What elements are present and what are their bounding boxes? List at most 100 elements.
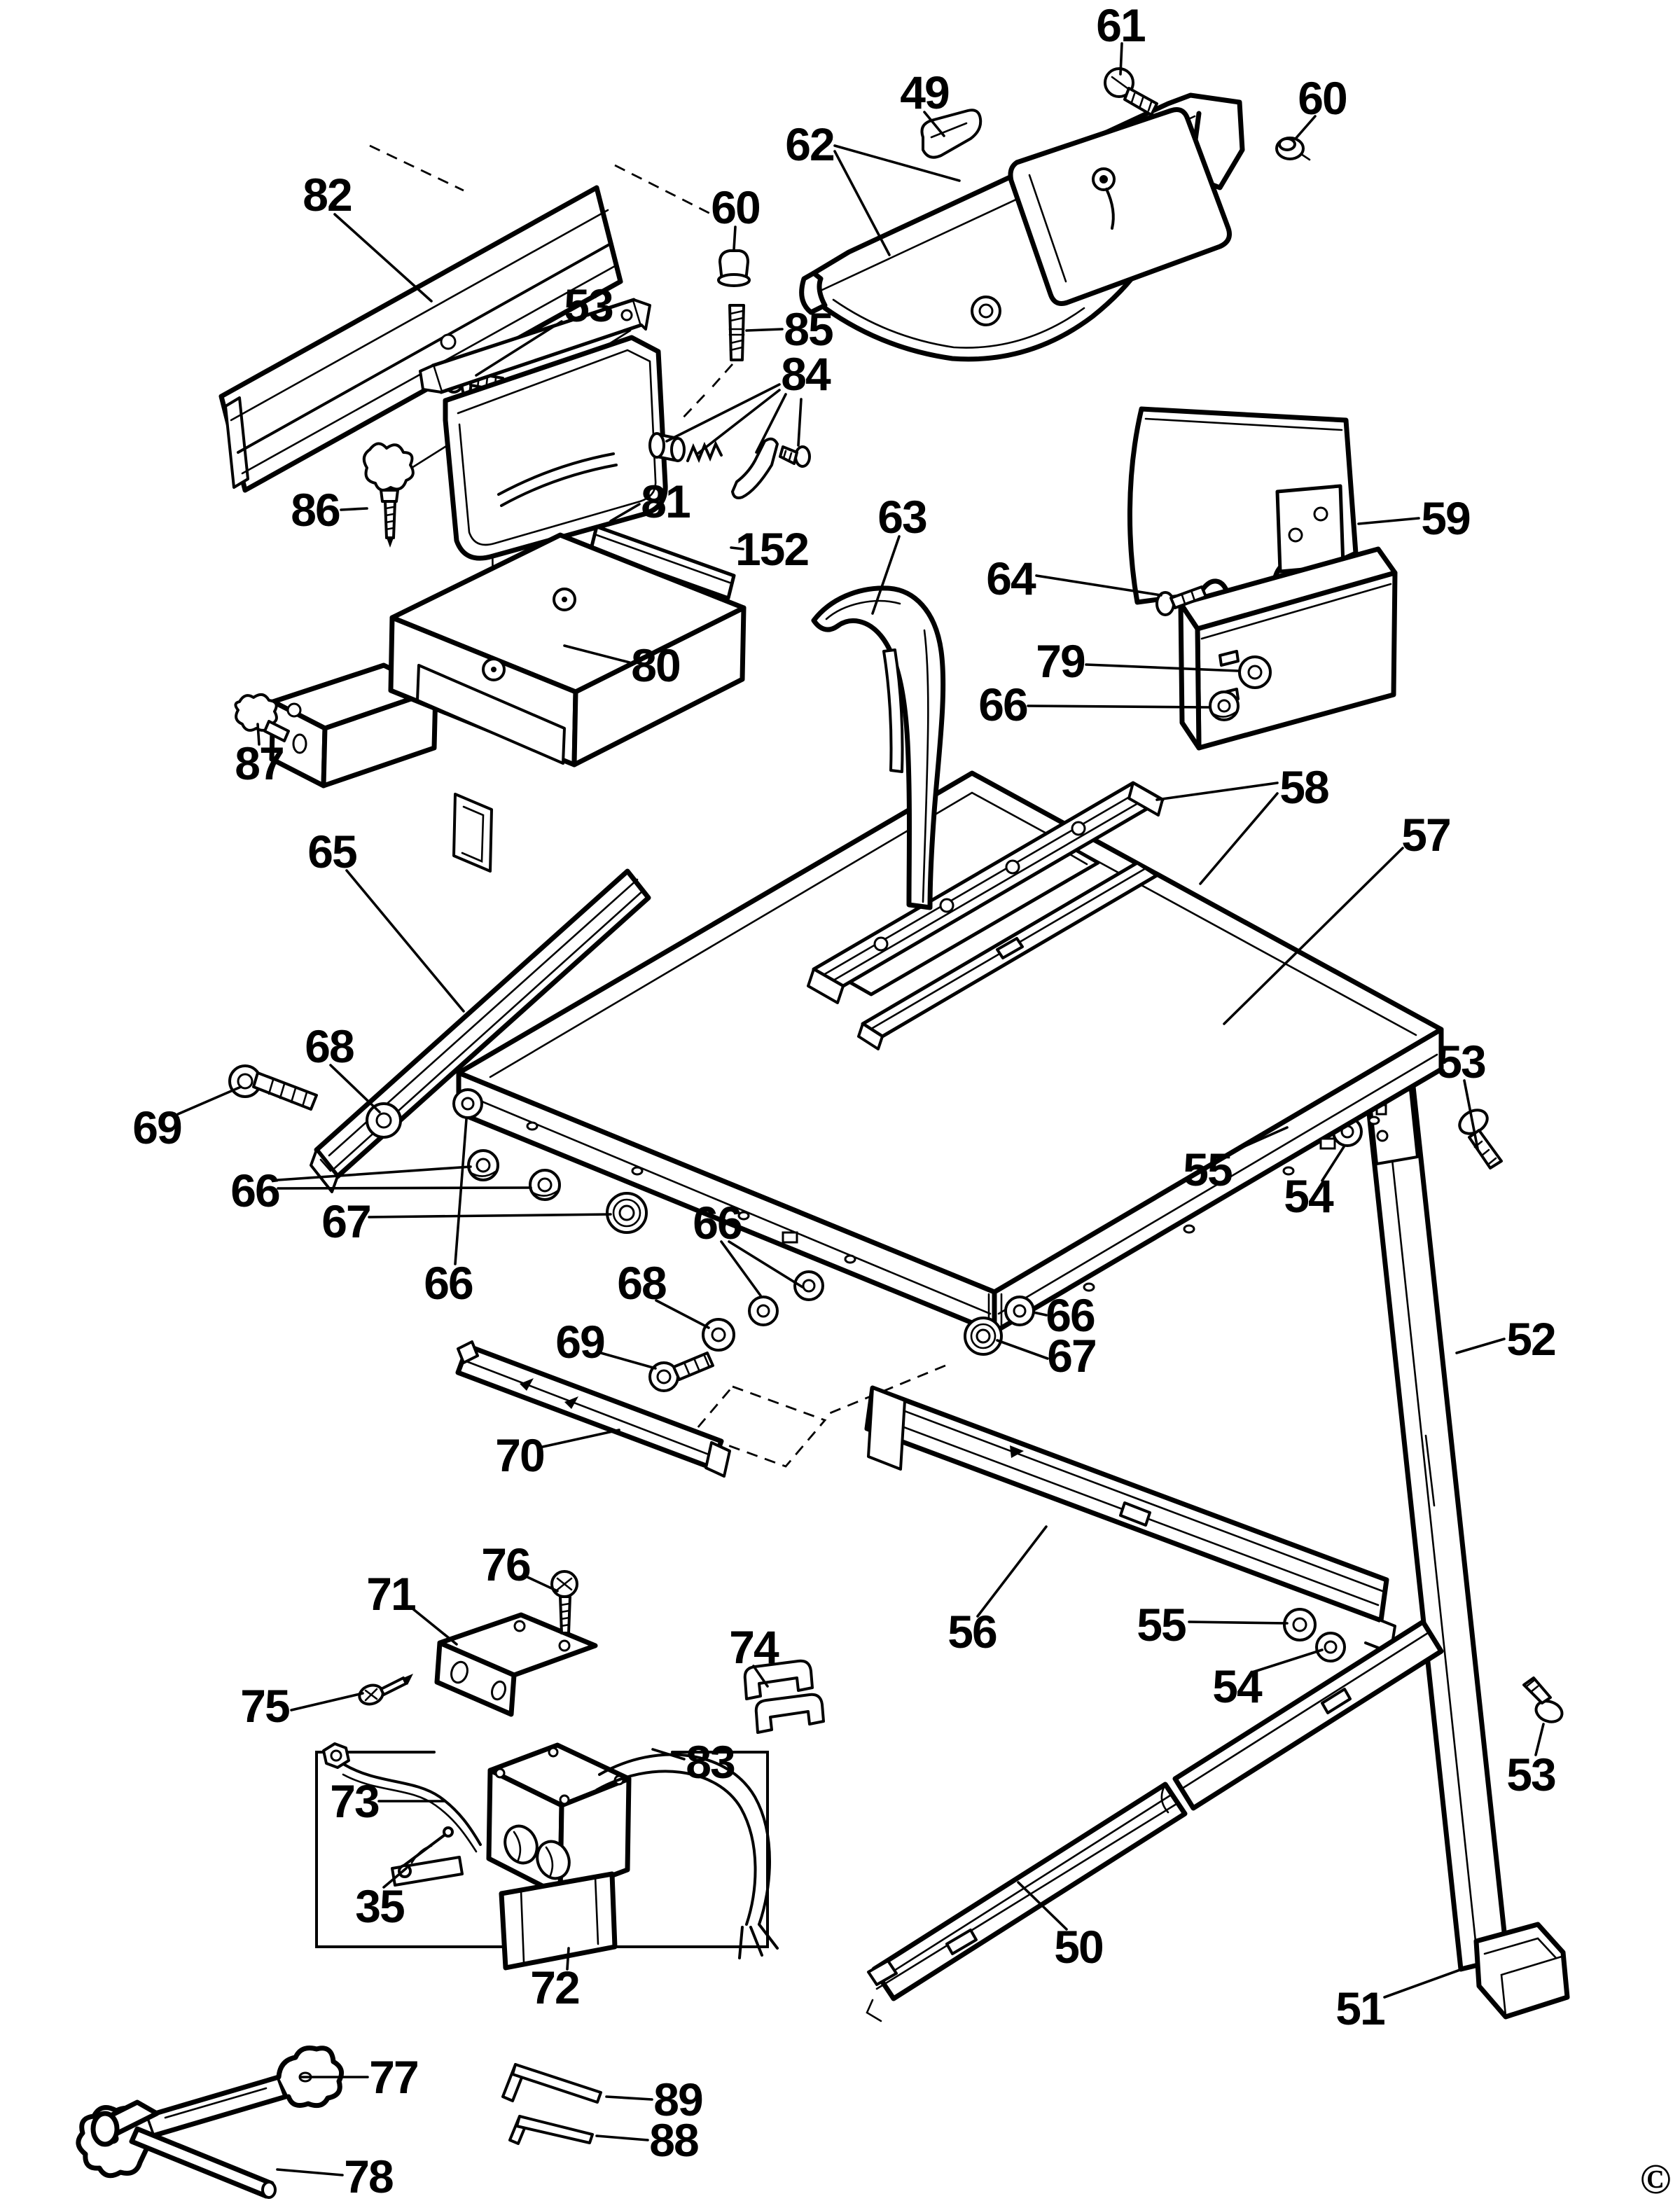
- washer-68-center: [702, 1318, 735, 1352]
- callout-53: 53: [1436, 1036, 1485, 1088]
- callout-79: 79: [1036, 635, 1085, 687]
- leader-line-53: [1463, 1079, 1479, 1150]
- callout-52: 52: [1506, 1313, 1555, 1365]
- leader-line-49: [923, 111, 945, 137]
- leader-line-81: [609, 503, 641, 522]
- leader-line-67: [996, 1339, 1049, 1360]
- cable-tie-35: [391, 1826, 464, 1887]
- callout-64: 64: [986, 553, 1036, 604]
- callout-66: 66: [1046, 1289, 1095, 1341]
- callout-71: 71: [366, 1568, 415, 1620]
- leader-line-66: [277, 1165, 472, 1181]
- clamp-set-84: [648, 432, 811, 499]
- leader-line-86: [340, 507, 368, 511]
- callout-60: 60: [711, 181, 759, 233]
- callout-35: 35: [355, 1880, 404, 1932]
- knob-87: [234, 693, 290, 742]
- callout-86: 86: [291, 484, 340, 536]
- leader-line-58: [1199, 792, 1279, 885]
- callout-63: 63: [877, 491, 926, 543]
- leader-line-59: [1357, 517, 1420, 525]
- leader-line-55: [1224, 1126, 1289, 1156]
- leader-line-75: [290, 1692, 364, 1711]
- callout-77: 77: [369, 2051, 417, 2103]
- callout-68: 68: [305, 1020, 354, 1072]
- leader-line-84: [755, 393, 787, 454]
- leader-line-65: [345, 869, 465, 1013]
- tool-88-hex-key-small: [508, 2115, 594, 2145]
- leader-line-53: [475, 320, 563, 377]
- part-70-stiffener-bar: [455, 1340, 731, 1478]
- screw-61: [1104, 67, 1158, 116]
- leader-line-67: [368, 1213, 612, 1218]
- callout-61: 61: [1096, 0, 1145, 51]
- screw-64: [1155, 585, 1207, 616]
- leader-line-87: [256, 723, 261, 746]
- leader-line-69: [176, 1085, 242, 1116]
- cable-clamp-74: [743, 1659, 825, 1734]
- leader-line-66: [720, 1240, 762, 1297]
- leader-line-85: [745, 328, 784, 332]
- callout-87: 87: [235, 737, 283, 789]
- callout-75: 75: [240, 1680, 289, 1732]
- switch-box: [486, 1742, 632, 1971]
- callout-59: 59: [1421, 492, 1470, 544]
- callout-69: 69: [555, 1316, 604, 1368]
- screw-76: [550, 1570, 578, 1634]
- leader-line-76: [526, 1576, 559, 1592]
- leader-line-54: [1321, 1144, 1346, 1182]
- callout-76: 76: [481, 1539, 530, 1590]
- part-50-folding-leg: [866, 1619, 1444, 2022]
- callout-80: 80: [631, 639, 679, 691]
- leader-line-60: [1294, 115, 1317, 140]
- knob-86: [362, 442, 415, 548]
- callout-66: 66: [424, 1257, 473, 1309]
- leader-line-70: [541, 1429, 620, 1448]
- part-56-folding-rail: [864, 1385, 1396, 1654]
- leader-line-56: [976, 1525, 1048, 1618]
- lead-wire-73: [322, 1742, 482, 1853]
- callout-78: 78: [344, 2151, 393, 2202]
- washer-67-left: [606, 1192, 648, 1234]
- leader-line-88: [595, 2134, 649, 2141]
- leader-line-74: [752, 1665, 769, 1688]
- screw-75: [358, 1674, 413, 1706]
- callout-66: 66: [230, 1165, 279, 1216]
- leader-line-66: [1032, 1311, 1048, 1317]
- callout-58: 58: [1279, 761, 1328, 813]
- leader-line-62: [833, 144, 961, 182]
- leader-line-51: [1383, 1964, 1475, 1999]
- leader-line-84: [696, 389, 781, 455]
- leader-line-83: [651, 1748, 686, 1761]
- leader-line-66: [728, 1240, 804, 1289]
- callout-53: 53: [564, 279, 613, 331]
- washer-68-left: [366, 1102, 402, 1139]
- callout-68: 68: [617, 1257, 666, 1309]
- callout-74: 74: [729, 1621, 779, 1673]
- leader-line-82: [333, 213, 433, 303]
- nut-66-corner: [452, 1088, 483, 1119]
- callout-66: 66: [978, 679, 1027, 730]
- callout-69: 69: [132, 1102, 181, 1153]
- tool-78-box-spanner: [90, 2099, 277, 2199]
- callout-55: 55: [1183, 1144, 1232, 1195]
- callout-56: 56: [947, 1606, 997, 1658]
- cap-nut-60-left: [717, 249, 751, 287]
- callout-73: 73: [330, 1775, 379, 1827]
- leader-line-62: [833, 150, 891, 256]
- callout-152: 152: [735, 523, 808, 575]
- callout-55: 55: [1137, 1599, 1186, 1651]
- callout-84: 84: [781, 348, 831, 400]
- leader-line-78: [276, 2168, 344, 2176]
- leader-line-52: [1455, 1338, 1506, 1354]
- callout-81: 81: [641, 475, 690, 527]
- part-152-strip: [589, 525, 736, 600]
- callout-50: 50: [1054, 1921, 1102, 1973]
- part-80-extension-table: [269, 532, 747, 873]
- part-58-insert-rails: [807, 781, 1165, 1050]
- leader-line-69: [599, 1352, 657, 1370]
- callout-66: 66: [693, 1197, 742, 1249]
- stud-85: [728, 304, 745, 361]
